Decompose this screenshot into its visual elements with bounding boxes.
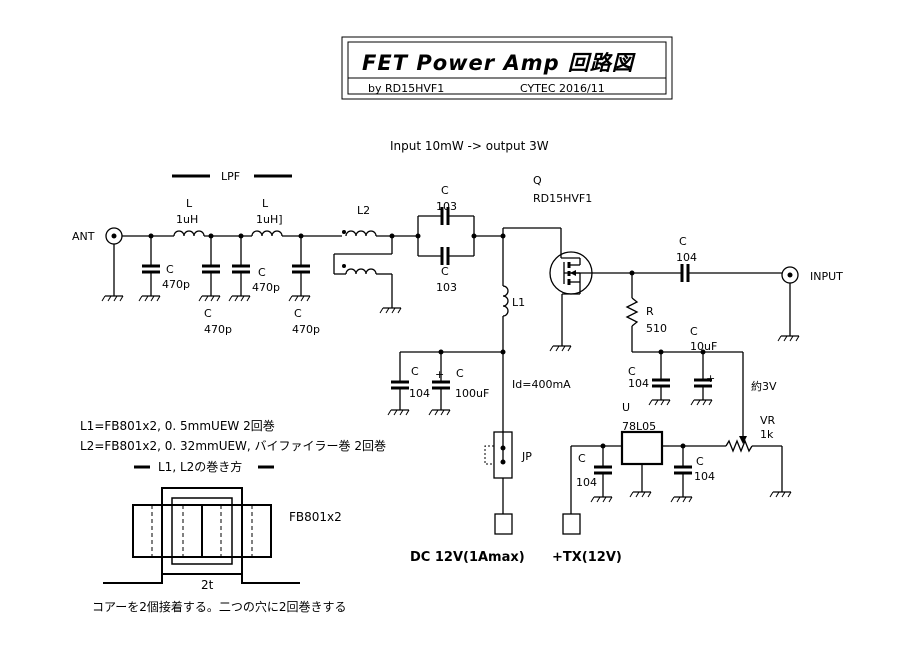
note-winding: L1, L2の巻き方 — [158, 459, 242, 474]
c-top-name: C — [441, 184, 449, 197]
lpf-c3-value: 470p — [252, 281, 280, 294]
c-dc100-name: C — [456, 367, 464, 380]
coupling-capacitors-103 — [415, 207, 503, 265]
tx-label: +TX(12V) — [552, 550, 622, 565]
lpf-inductor-2 — [251, 230, 283, 237]
q-part: RD15HVF1 — [533, 192, 592, 205]
vr-value: 1k — [760, 428, 774, 441]
c-10uf-name: C — [690, 325, 698, 338]
lpf-c2-name: C — [204, 307, 212, 320]
lpf-l1-value: 1uH — [176, 213, 198, 226]
c-in-value: 104 — [676, 251, 697, 264]
l1-choke — [502, 285, 509, 460]
c-bot-name: C — [441, 265, 449, 278]
approx-3v: 約3V — [751, 379, 777, 393]
l2-label: L2 — [357, 204, 370, 217]
c-dc104-name: C — [411, 365, 419, 378]
gate-resistor — [625, 273, 743, 353]
note-top: Input 10mW -> output 3W — [390, 139, 549, 153]
lpf-l2-name: L — [262, 197, 269, 210]
c-top-value: 103 — [436, 200, 457, 213]
c-dc100-value: 100uF — [455, 387, 489, 400]
lpf-inductor-1 — [173, 230, 205, 237]
c-bot-value: 103 — [436, 281, 457, 294]
svg-text:+: + — [706, 372, 715, 385]
jp-jumper — [484, 431, 513, 514]
r-name: R — [646, 305, 654, 318]
note-l1: L1=FB801x2, 0. 5mmUEW 2回巻 — [80, 419, 275, 433]
jp-label: JP — [521, 450, 532, 463]
u-name: U — [622, 401, 630, 414]
title-credit: CYTEC 2016/11 — [520, 82, 605, 95]
lpf-c4-value: 470p — [292, 323, 320, 336]
ant-label: ANT — [72, 230, 95, 243]
c-reg-in-name: C — [578, 452, 586, 465]
note-fb: FB801x2 — [289, 510, 342, 524]
dc-label: DC 12V(1Amax) — [410, 550, 525, 565]
lpf-label: LPF — [221, 170, 240, 183]
c-reg-out-name: C — [696, 455, 704, 468]
ferrite-winding-diagram — [103, 487, 300, 584]
dc-terminal — [494, 513, 513, 535]
regulator-78l05 — [570, 430, 693, 514]
ant-connector — [101, 227, 124, 302]
lpf-c2-value: 470p — [204, 323, 232, 336]
l1-label: L1 — [512, 296, 525, 309]
lpf-c1-name: C — [166, 263, 174, 276]
title-block: FET Power Amp 回路図 by RD15HVF1 CYTEC 2016… — [341, 36, 673, 100]
u-part: 78L05 — [622, 420, 656, 433]
lpf-l2-value: 1uH] — [256, 213, 283, 226]
input-connector — [777, 266, 800, 342]
c-reg-out-value: 104 — [694, 470, 715, 483]
lpf-c4-name: C — [294, 307, 302, 320]
dc-decoupling-capacitors: + — [387, 349, 506, 416]
note-l2: L2=FB801x2, 0. 32mmUEW, バイファイラー巻 2回巻 — [80, 439, 386, 453]
c-reg-in-value: 104 — [576, 476, 597, 489]
lpf-l1-name: L — [186, 197, 193, 210]
svg-text:+: + — [435, 368, 444, 381]
c-in-name: C — [679, 235, 687, 248]
c-dc104-value: 104 — [409, 387, 430, 400]
vr-name: VR — [760, 414, 776, 427]
note-bottom: コアーを2個接着する。二つの穴に2回巻きする — [92, 599, 347, 614]
note-turns: 2t — [201, 578, 214, 592]
gate-bypass-capacitors: + — [648, 349, 715, 406]
c-10uf-value: 10uF — [690, 340, 717, 353]
lpf-capacitors — [138, 233, 311, 302]
vr-potentiometer — [669, 436, 792, 498]
input-coupling-capacitor — [680, 264, 690, 282]
c-gate104-name: C — [628, 365, 636, 378]
tx-terminal — [562, 513, 581, 535]
input-label: INPUT — [810, 270, 843, 283]
lpf-c3-name: C — [258, 266, 266, 279]
title-main: FET Power Amp 回路図 — [362, 51, 636, 75]
c-gate104-value: 104 — [628, 377, 649, 390]
q-name: Q — [533, 174, 542, 187]
mosfet-q1 — [549, 251, 593, 352]
lpf-c1-value: 470p — [162, 278, 190, 291]
title-by: by RD15HVF1 — [368, 82, 444, 95]
l2-bifilar-transformer — [333, 230, 418, 314]
r-value: 510 — [646, 322, 667, 335]
id-current: Id=400mA — [512, 378, 571, 391]
